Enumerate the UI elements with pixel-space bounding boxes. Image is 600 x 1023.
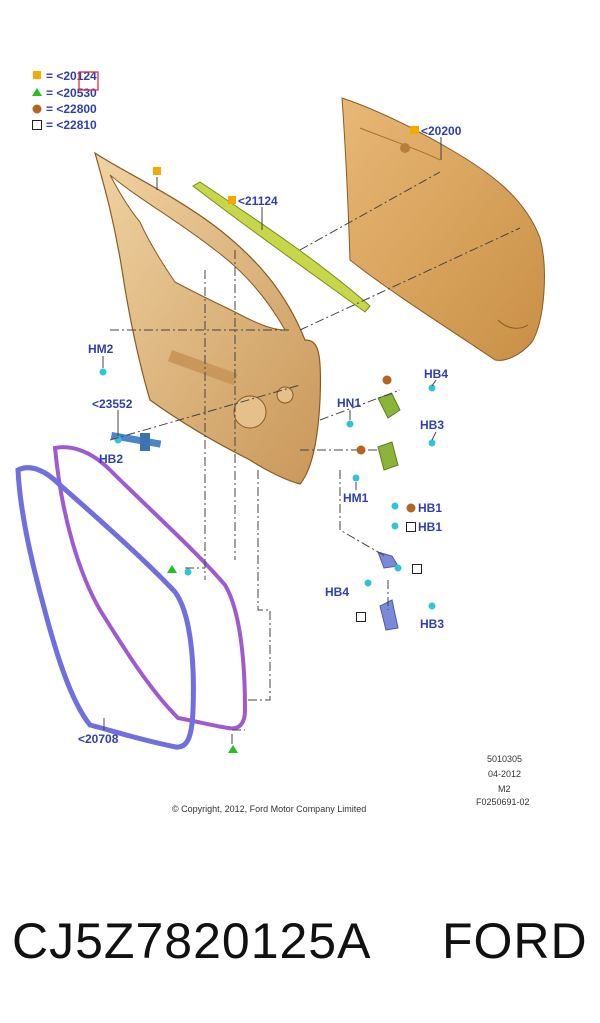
callout-hb2: HB2 [99,452,123,466]
circle-brown-icon [406,503,416,513]
fastener-icon [352,474,360,482]
fastener-icon [428,439,436,447]
circle-brown-icon [356,445,366,455]
drawing-info-line4: F0250691-02 [476,797,530,807]
square-orange-icon [153,167,161,175]
square-outline-icon [412,564,422,574]
door-exploded-diagram: = <20124 = <20530 = <22800 = <22810 [15,69,545,814]
square-outline-icon [406,522,416,532]
legend: = <20124 = <20530 = <22800 = <22810 [32,69,99,132]
footer: CJ5Z7820125A FORD [12,912,592,982]
drawing-info-line2: 04-2012 [488,769,521,779]
assembly-lines [109,171,521,731]
callout-hb4-top: HB4 [424,367,448,381]
callout-hb3-bottom: HB3 [420,617,444,631]
fastener-icon [391,522,399,530]
callout-hb3-top: HB3 [420,418,444,432]
callout-hm2: HM2 [88,342,114,356]
callout-hb4-bottom: HB4 [325,585,349,599]
fastener-icon [184,568,192,576]
fastener-icon [99,368,107,376]
legend-item-4: = <22810 [46,118,97,132]
legend-item-3: = <22800 [46,102,97,116]
part-number: CJ5Z7820125A [12,913,372,969]
callout-weatherstrip: <20708 [78,732,119,746]
fastener-icon [391,502,399,510]
inner-door-frame [93,151,322,485]
legend-item-1: = <20124 [46,69,97,83]
callout-reinforcement: <21124 [238,194,278,208]
square-orange-icon [228,196,236,204]
outer-door-panel [341,97,545,361]
fasteners [99,368,436,610]
circle-brown-icon [32,104,42,114]
callouts: <20200 <21124 HM2 <23552 HB2 HN1 HM1 HB4… [78,124,462,746]
fastener-icon [394,564,402,572]
check-strap [110,432,162,451]
fastener-icon [428,384,436,392]
square-outline-icon [32,120,42,130]
triangle-green-icon [32,88,42,96]
fastener-icon [428,602,436,610]
leader-lines [102,137,442,744]
fastener-icon [364,579,372,587]
circle-brown-icon [382,375,392,385]
square-orange-icon [33,71,41,79]
drawing-info: 5010305 04-2012 M2 F0250691-02 [476,754,530,807]
square-orange-icon [411,126,419,134]
brand-name: FORD [442,913,588,969]
square-outline-icon [356,612,366,622]
callout-outer-panel: <20200 [421,124,462,138]
callout-hm1: HM1 [343,491,369,505]
copyright-notice: © Copyright, 2012, Ford Motor Company Li… [172,804,366,814]
reinforcement-strip [192,181,371,313]
legend-item-2: = <20530 [46,86,97,100]
drawing-info-line1: 5010305 [487,754,522,764]
fastener-icon [346,420,354,428]
hinges [377,393,401,631]
callout-hb1-b: HB1 [418,520,442,534]
highlight-box [78,71,99,91]
callout-hn1: HN1 [337,396,361,410]
triangle-green-icon [167,565,177,573]
weatherstrip-seals [15,445,248,750]
drawing-info-line3: M2 [498,784,511,794]
callout-hb1-a: HB1 [418,501,442,515]
triangle-green-icon [228,745,238,753]
callout-check-strap: <23552 [92,397,133,411]
